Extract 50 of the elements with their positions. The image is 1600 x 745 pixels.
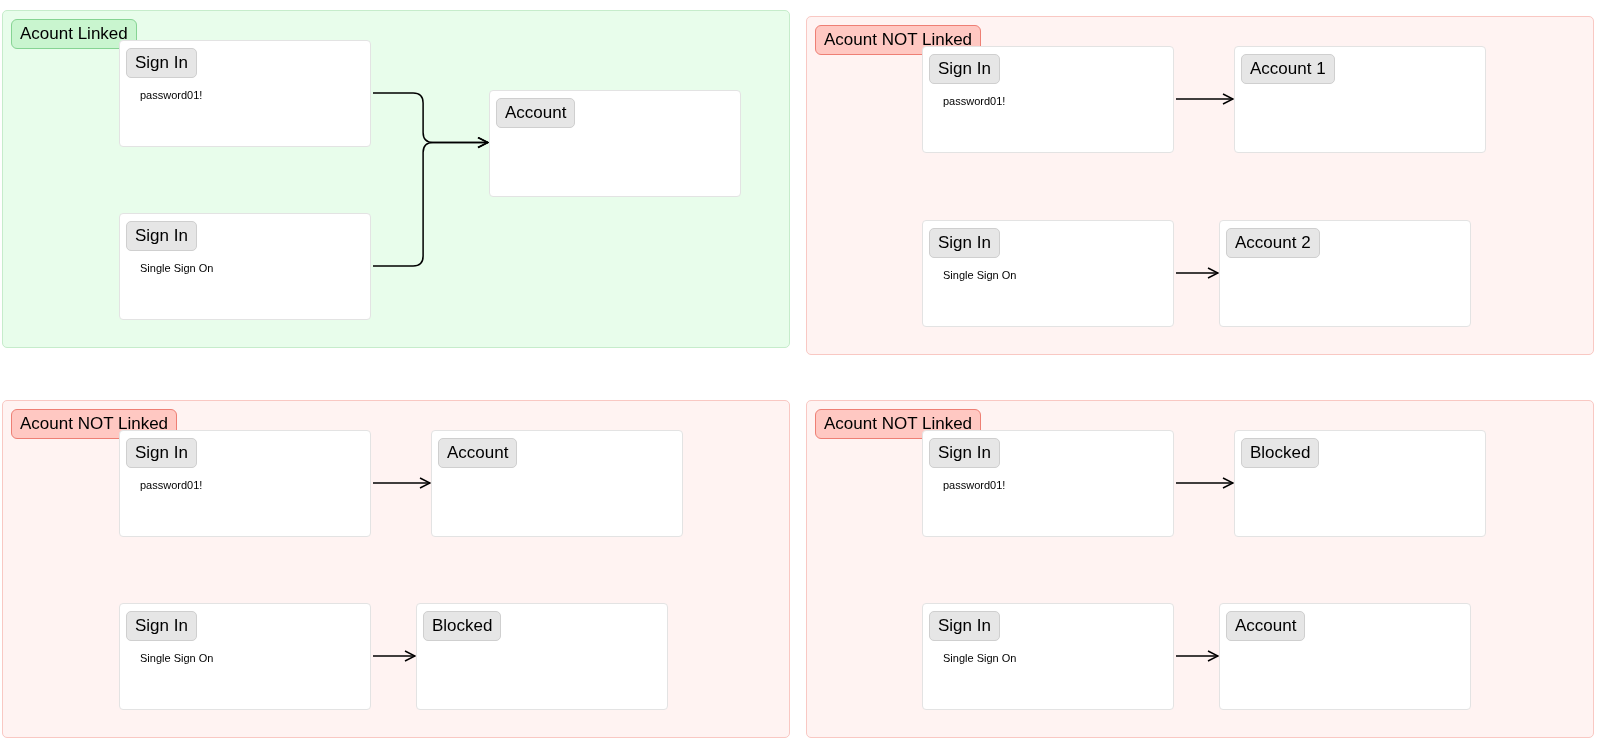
card: [1219, 220, 1471, 327]
panel-title: Acount Linked: [11, 19, 137, 49]
group-panel: [806, 400, 1594, 738]
arrow: [1175, 267, 1219, 279]
group-panel: [806, 16, 1594, 355]
field-text: password01!: [140, 478, 203, 493]
arrow: [1175, 93, 1234, 105]
arrow: [1175, 477, 1234, 489]
card: [1219, 603, 1471, 710]
card-title: Sign In: [929, 228, 1000, 258]
arrow: [372, 650, 416, 662]
card: [119, 40, 371, 147]
card: [922, 46, 1174, 153]
card: [922, 220, 1174, 327]
card-title: Sign In: [126, 221, 197, 251]
card-title: Account 2: [1226, 228, 1320, 258]
field-text: Single Sign On: [943, 651, 1017, 666]
card-title: Sign In: [929, 438, 1000, 468]
field-text: Single Sign On: [140, 651, 214, 666]
card: [1234, 46, 1486, 153]
card: [489, 90, 741, 197]
card-title: Sign In: [126, 611, 197, 641]
field-text: password01!: [943, 478, 1006, 493]
card: [119, 430, 371, 537]
card-title: Sign In: [126, 438, 197, 468]
arrow: [372, 477, 431, 489]
group-panel: [2, 400, 790, 738]
card-title: Sign In: [929, 611, 1000, 641]
card: [416, 603, 668, 710]
card-title: Account: [1226, 611, 1306, 641]
field-text: Single Sign On: [140, 261, 214, 276]
field-text: password01!: [943, 94, 1006, 109]
card: [119, 213, 371, 320]
card: [922, 430, 1174, 537]
card-title: Account: [438, 438, 518, 468]
arrow: [1175, 650, 1219, 662]
card: [119, 603, 371, 710]
group-panel: [2, 10, 790, 348]
arrow: [372, 136, 489, 267]
card-title: Account: [496, 98, 576, 128]
card: [431, 430, 683, 537]
field-text: Single Sign On: [943, 268, 1017, 283]
card-title: Blocked: [423, 611, 502, 641]
field-text: password01!: [140, 88, 203, 103]
card-title: Blocked: [1241, 438, 1320, 468]
card-title: Sign In: [929, 54, 1000, 84]
card: [1234, 430, 1486, 537]
card-title: Sign In: [126, 48, 197, 78]
card-title: Account 1: [1241, 54, 1335, 84]
card: [922, 603, 1174, 710]
